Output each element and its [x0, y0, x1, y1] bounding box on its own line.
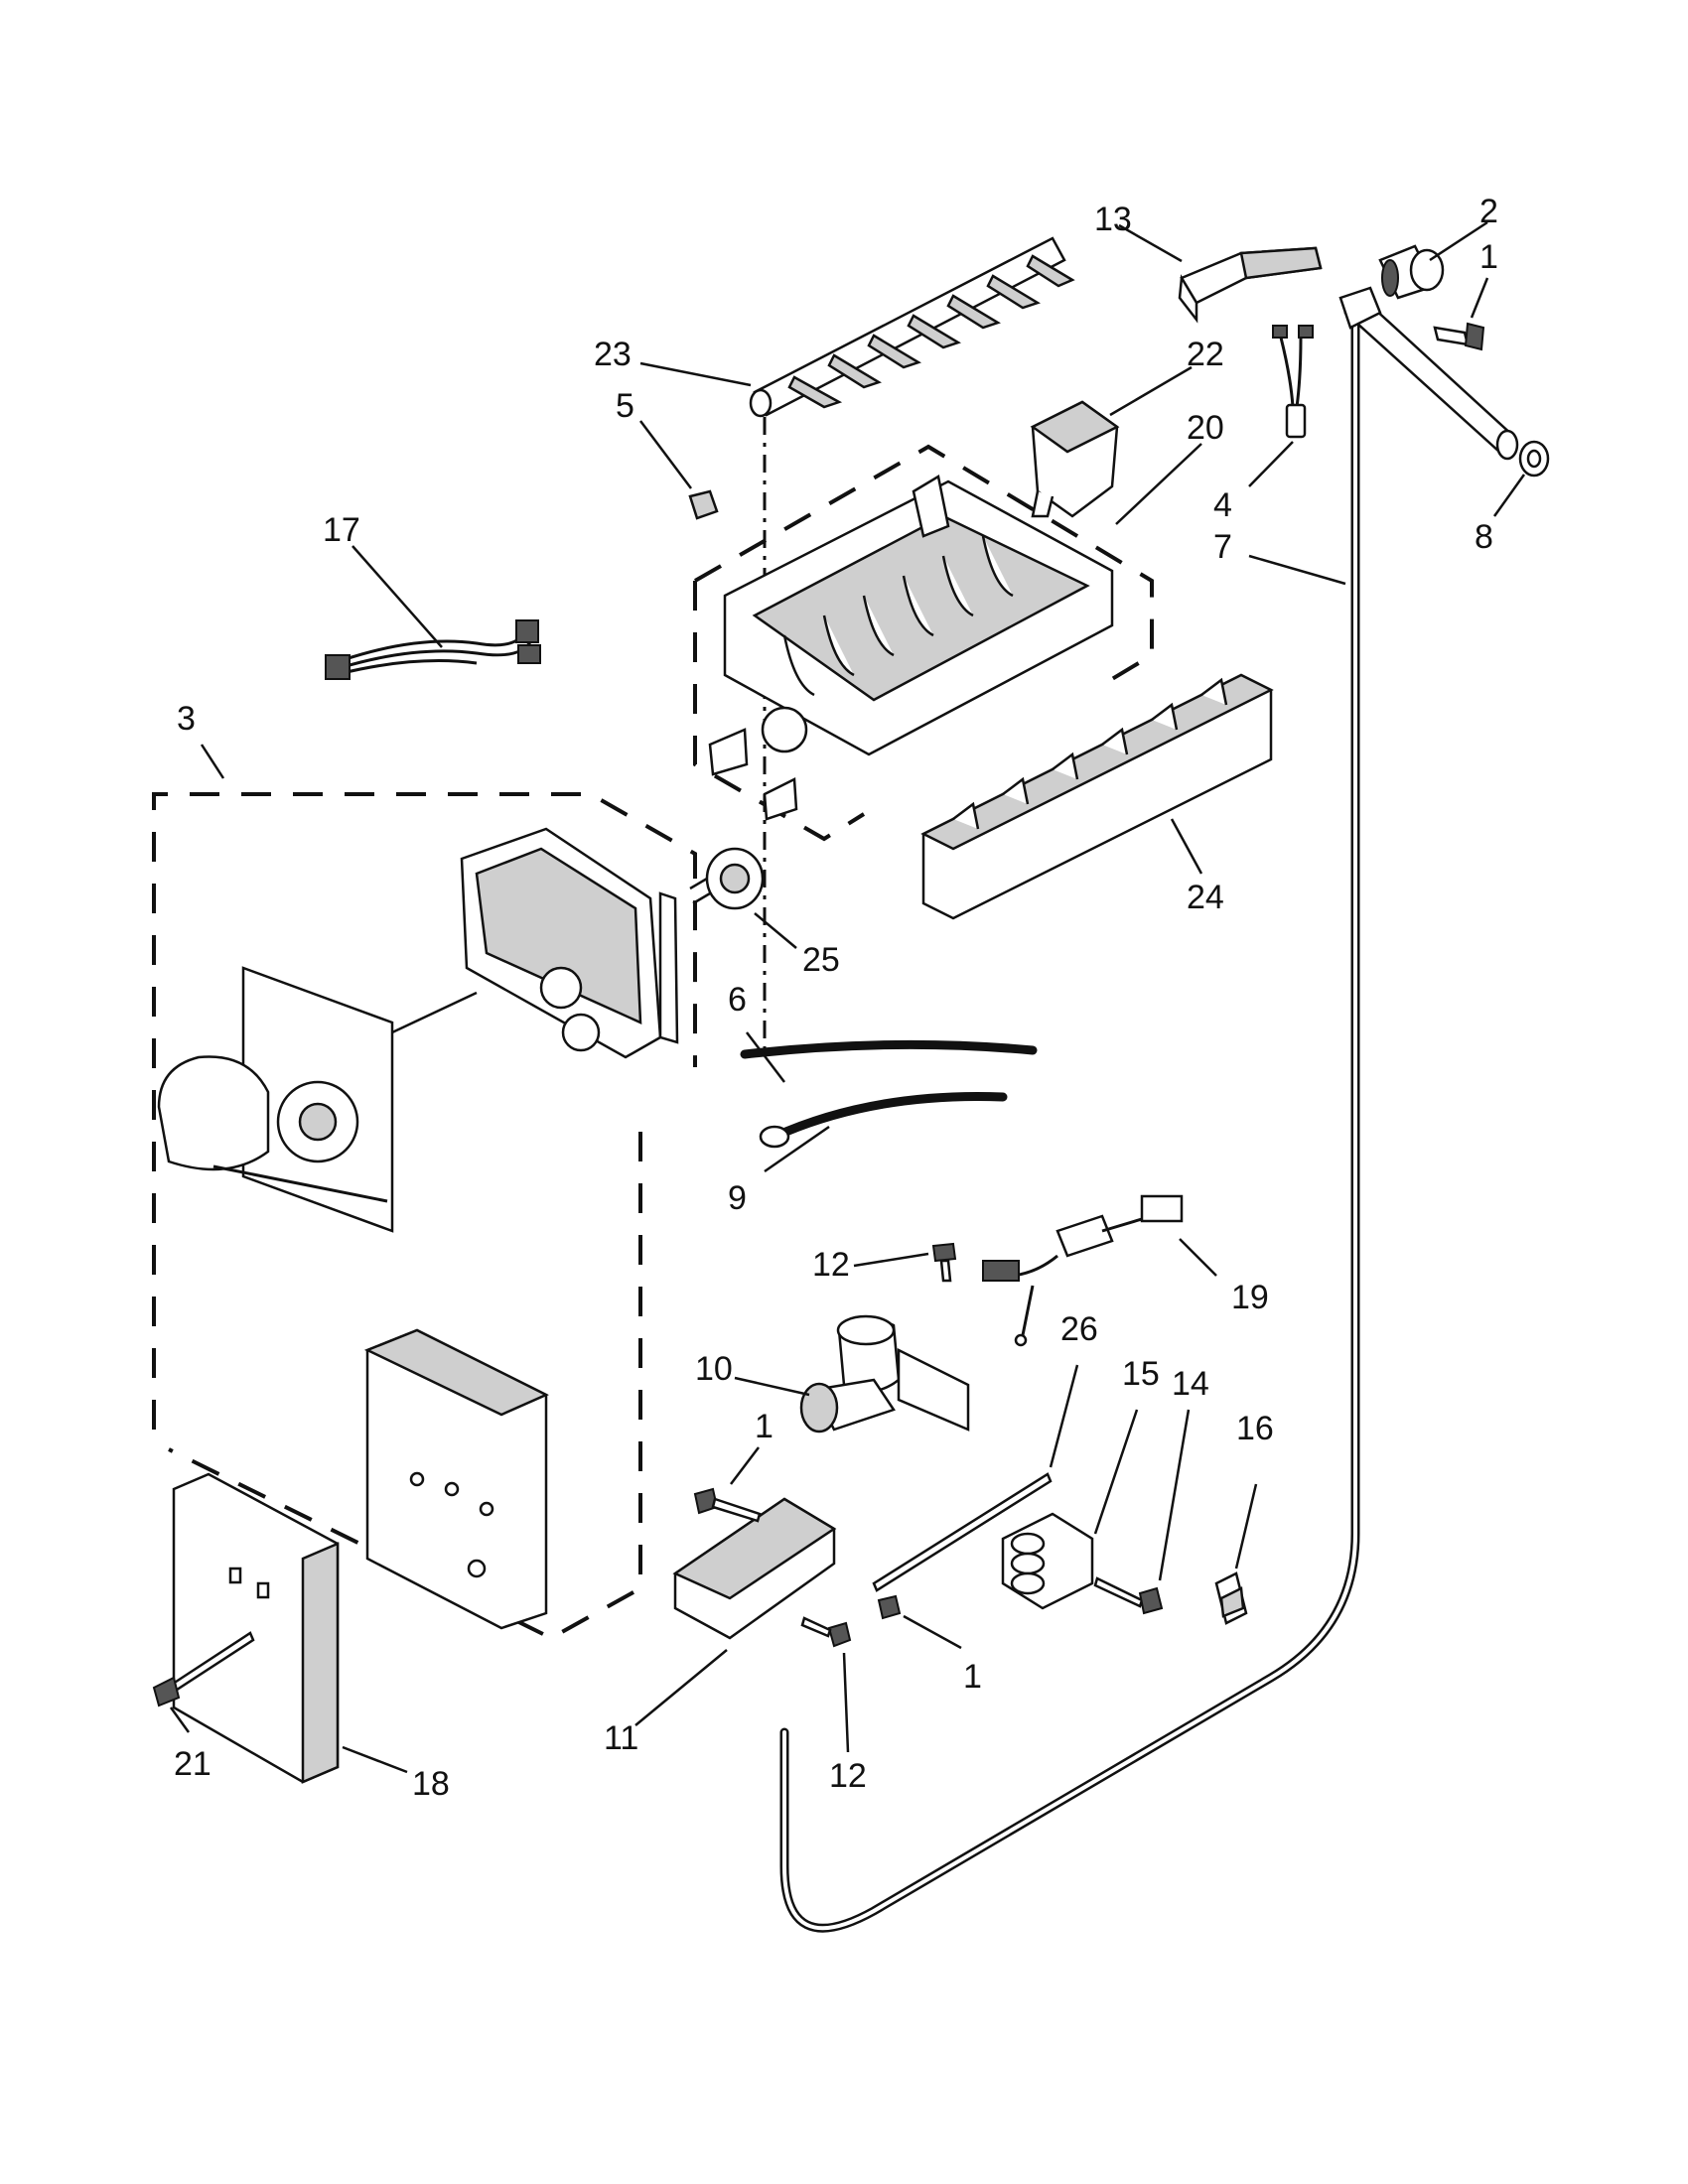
fill-cup-2 [1378, 244, 1445, 300]
motor-plate-3 [157, 966, 478, 1233]
callout-7: 7 [1213, 528, 1232, 566]
cover-18 [172, 1472, 340, 1784]
screw-12-top [931, 1242, 957, 1283]
tube-9 [759, 1092, 1008, 1149]
callout-4: 4 [1213, 486, 1232, 524]
thermostat-25 [689, 847, 765, 910]
water-tube-7 [779, 303, 1360, 1933]
clip-5 [688, 489, 719, 520]
callout-17: 17 [323, 511, 360, 549]
leader-lines [169, 220, 1526, 1774]
screw-14 [1093, 1576, 1164, 1615]
callout-18: 18 [412, 1765, 450, 1803]
screw-21 [152, 1631, 255, 1707]
board-3 [363, 1328, 549, 1630]
callout-13: 13 [1094, 201, 1132, 238]
callout-3: 3 [177, 700, 196, 738]
callout-6: 6 [728, 981, 747, 1019]
callout-14: 14 [1172, 1365, 1209, 1403]
bracket-11 [672, 1497, 837, 1640]
heater-26 [872, 1472, 1053, 1592]
water-valve-10 [799, 1314, 970, 1433]
callout-12-low: 12 [829, 1757, 867, 1795]
callout-19: 19 [1231, 1279, 1269, 1316]
fill-tube-assembly [1338, 244, 1550, 478]
callout-9: 9 [728, 1179, 747, 1217]
callout-22: 22 [1187, 336, 1224, 373]
cup-22 [1030, 400, 1120, 518]
callout-1-low: 1 [963, 1658, 982, 1696]
module-housing-3 [460, 827, 679, 1059]
ejector-23 [749, 236, 1075, 418]
wire-harness-17 [325, 619, 541, 680]
callout-26: 26 [1060, 1310, 1098, 1348]
washer-8 [1518, 440, 1550, 478]
callout-16: 16 [1236, 1410, 1274, 1447]
screw-1-low [877, 1594, 902, 1620]
bracket-13 [1178, 246, 1323, 324]
callout-1-mid: 1 [755, 1408, 774, 1445]
callout-10: 10 [695, 1350, 733, 1388]
callout-5: 5 [616, 387, 634, 425]
callout-23: 23 [594, 336, 632, 373]
callout-1: 1 [1479, 238, 1498, 276]
mold-20 [693, 444, 1154, 842]
callout-15: 15 [1122, 1355, 1160, 1393]
stripper-24 [920, 673, 1274, 920]
screw-1-top [1433, 322, 1485, 351]
callout-11: 11 [604, 1719, 638, 1757]
callout-numbers: 13 2 1 23 22 5 20 4 8 7 17 3 24 25 6 9 1… [174, 193, 1498, 1803]
callout-8: 8 [1475, 518, 1493, 556]
callout-25: 25 [802, 941, 840, 979]
callout-12: 12 [812, 1246, 850, 1284]
thermostat-4 [1272, 325, 1314, 439]
callout-2: 2 [1479, 193, 1498, 230]
clip-16 [1214, 1571, 1248, 1625]
callout-20: 20 [1187, 409, 1224, 447]
assembly-3-boundary [152, 792, 697, 1641]
screw-1-mid [693, 1487, 762, 1523]
wire-harness-19 [982, 1194, 1184, 1347]
callout-21: 21 [174, 1745, 211, 1783]
heater-15 [1001, 1512, 1094, 1610]
screw-12-low [800, 1616, 852, 1648]
tube-6 [740, 1039, 1038, 1059]
callout-24: 24 [1187, 879, 1224, 916]
